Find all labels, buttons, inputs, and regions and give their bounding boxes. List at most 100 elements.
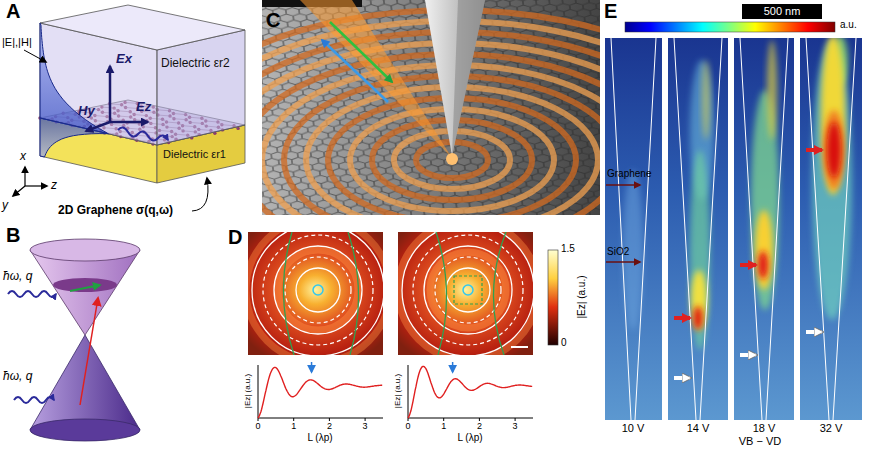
scale-bar-label: 500 nm [764,5,801,18]
colorbar-tick: 0 [561,337,567,349]
interband-arrow [80,298,98,405]
colorbar-tick: 1.5 [561,243,575,255]
tick-label: 2 [327,421,332,431]
tick-label: 1 [441,421,446,431]
marker-arrow [452,362,454,372]
near-field-map [248,232,383,355]
colorbar [548,250,558,345]
tick-label: 3 [363,421,368,431]
axis-label: L (λp) [307,432,332,444]
intraband-arrow [70,285,100,291]
region-pointer-label: SiO2 [607,246,629,258]
axis-tick [479,418,480,421]
panel-d-maps [246,218,558,421]
colorbar-label: a.u. [840,19,857,31]
nano-ir-image [734,38,794,420]
plasmon-ring [262,32,600,215]
photon-label: ħω, q⃗ [3,270,41,284]
voltage-label: 10 V [622,422,645,435]
region-label: Dielectric εr2 [161,57,230,71]
axis-label: VB − VD [739,435,782,448]
axis-x [24,167,25,186]
panel-letter: A [6,0,20,23]
tick-label: 0 [255,421,260,431]
fermi-level [53,278,117,292]
near-field-map [398,232,533,355]
photon-wave [14,397,54,403]
dielectric-region: Dielectric εr1 [160,147,229,162]
panel-a-illustration [13,5,245,211]
ez-arrow [110,121,148,124]
field-component: Hy [78,104,95,119]
tick-label: 3 [513,421,518,431]
line-plots [258,362,533,421]
axis-tick [443,418,444,421]
voltage-label: 32 V [820,422,843,435]
axis-tick [365,418,366,421]
scale-bar [742,4,822,19]
voltage-label: 18 V [753,422,776,435]
axis-label: |Ez| (a.u.) [243,374,252,408]
field-component: Ex [116,52,132,67]
axis-label: y [2,199,8,213]
tick-label: 0 [405,421,410,431]
axis-label: |Ez| (a.u.) [393,374,402,408]
region-label: Dielectric εr1 [163,148,226,161]
colorbar-label: |Ez| (a.u.) [576,276,588,319]
ex-arrow [109,66,112,122]
plasmon-ring [262,21,600,215]
axis-tick [515,418,516,421]
plasmon-wave-arrow [118,127,168,140]
scattered-arrow [322,40,388,102]
panel-letter: C [266,9,280,32]
plot-axes [408,365,533,418]
field-profile-lower [40,118,108,157]
panel-letter: D [228,226,242,249]
lower-cone-base [30,419,140,441]
upper-cone-top [30,239,140,261]
plasmon-ring [262,10,600,215]
hy-arrow [86,122,110,131]
plasmon-rings [262,10,600,215]
upper-dielectric-top [40,5,245,50]
tick-label: 1 [291,421,296,431]
nano-ir-image [800,38,862,420]
lower-cone [30,335,140,430]
afm-tip [425,0,485,156]
red-arrow [740,263,756,267]
tick-label: 2 [477,421,482,431]
white-arrow [674,376,690,380]
white-arrow [806,330,822,334]
pointer-arrow [606,184,640,186]
dielectric-region: Dielectric εr2 [158,56,233,72]
incident-arrow [330,22,392,82]
material-label: 2D Graphene σ(q,ω) [58,204,173,218]
field-profile-upper [40,23,108,134]
axis-tick [329,418,330,421]
red-arrow [674,316,690,320]
colorbar [625,22,835,32]
axis-label: L (λp) [457,432,482,444]
axis-tick [408,418,409,421]
panel-c-illustration [262,0,600,215]
panel-letter: E [604,0,617,23]
plot-axes [258,365,383,418]
leader-line [24,50,46,62]
marker-arrow [311,362,313,372]
photon-wave [8,291,56,297]
field-component: Ez [136,100,151,115]
axis-tick [258,418,259,421]
nano-ir-image [605,38,662,420]
field-profile-curve [408,366,532,418]
axis-label: x [20,150,26,164]
axis-tick [293,418,294,421]
pointer-arrow [606,261,640,263]
afm-tip-shade [452,0,485,156]
axis-z [25,185,47,186]
tip-hotspot [446,153,458,165]
plasmon-ring [262,65,600,215]
voltage-label: 14 V [687,422,710,435]
red-arrow [806,148,822,152]
